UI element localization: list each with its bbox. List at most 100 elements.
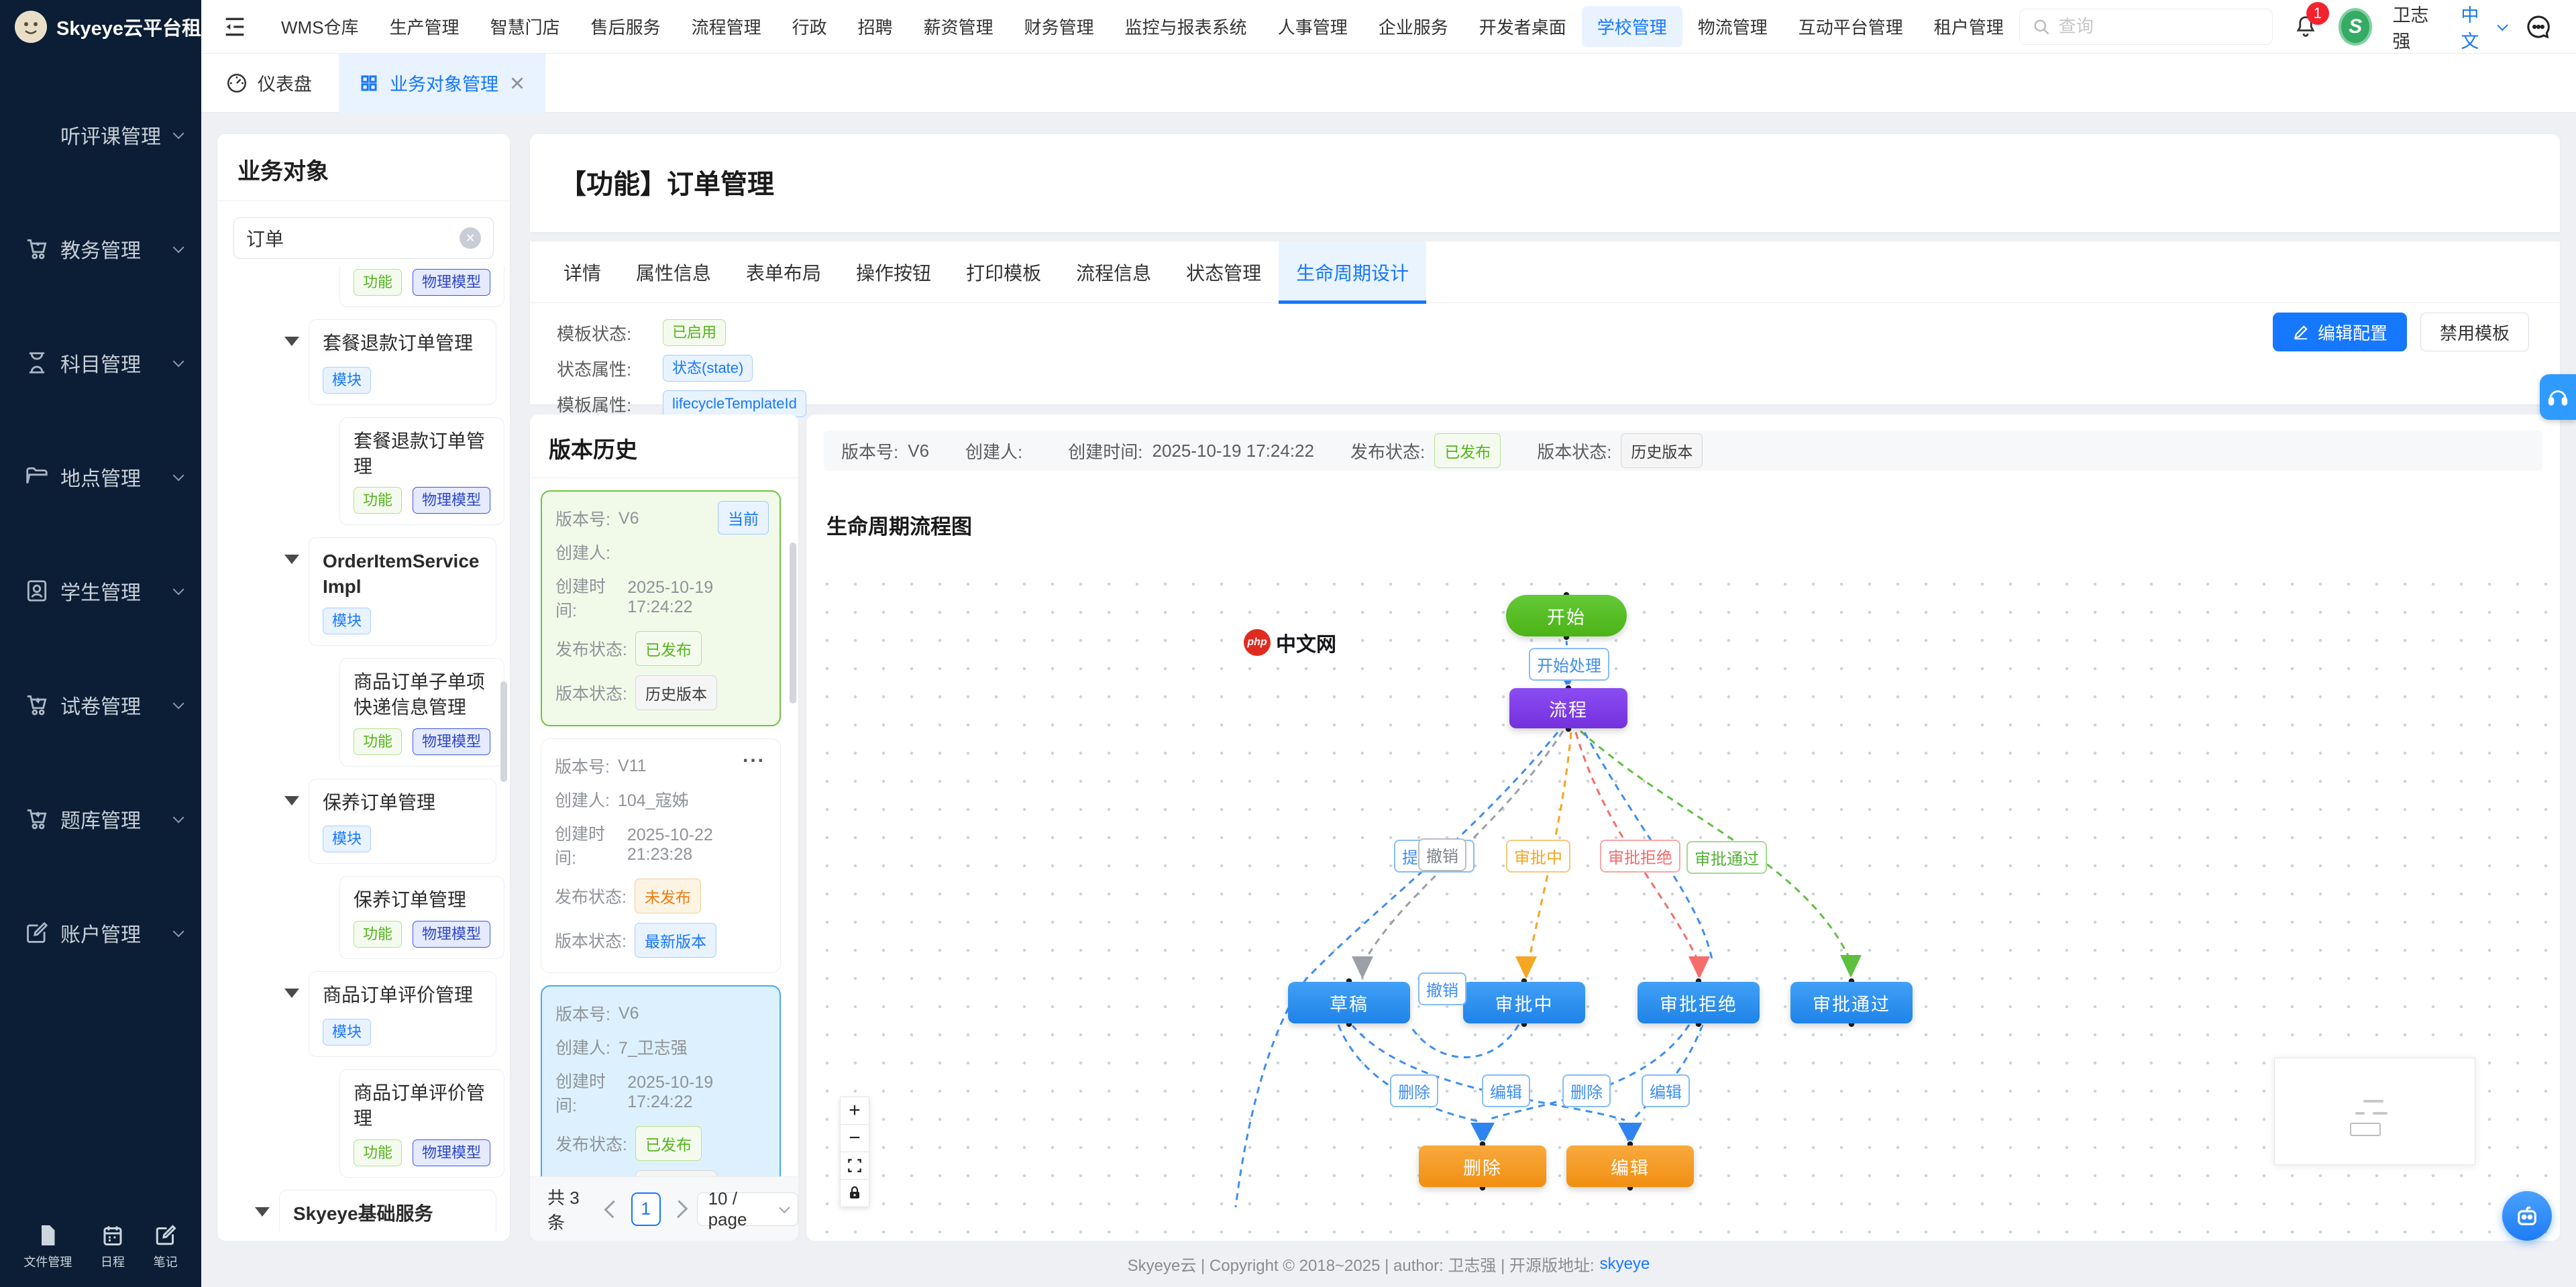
flow-node-rejected[interactable]: 审批拒绝	[1638, 982, 1760, 1023]
zoom-in-button[interactable]: +	[840, 1097, 869, 1125]
sidebar-item-location[interactable]: 地点管理	[0, 420, 201, 534]
nav-item-process[interactable]: 流程管理	[691, 17, 761, 38]
next-page-icon[interactable]	[669, 1200, 688, 1218]
app-logo[interactable]: Skyeye云平台租户	[0, 0, 221, 54]
tree-node[interactable]: 功能物理模型	[339, 266, 505, 307]
menu-fold-icon[interactable]	[221, 13, 248, 40]
nav-item-production[interactable]: 生产管理	[389, 17, 460, 38]
chevron-down-icon	[172, 926, 184, 938]
support-headset-button[interactable]	[2540, 374, 2576, 420]
flow-node-start[interactable]: 开始	[1506, 595, 1627, 636]
flow-node-delete[interactable]: 删除	[1419, 1145, 1546, 1187]
global-search[interactable]	[2019, 8, 2273, 45]
tab-print-template[interactable]: 打印模板	[966, 262, 1042, 284]
sidebar-item-exam-paper[interactable]: 试卷管理	[0, 648, 201, 762]
flow-node-reviewing[interactable]: 审批中	[1463, 982, 1585, 1023]
user-avatar[interactable]: S	[2338, 7, 2373, 46]
flow-node-draft[interactable]: 草稿	[1288, 982, 1410, 1023]
tab-lifecycle-design[interactable]: 生命周期设计	[1279, 241, 1427, 304]
opensource-link[interactable]: skyeye	[1599, 1254, 1650, 1273]
flow-node-process[interactable]: 流程	[1509, 688, 1627, 728]
flow-node-approved[interactable]: 审批通过	[1790, 982, 1913, 1023]
version-card-current[interactable]: 当前 版本号:V6 创建人: 创建时间:2025-10-19 17:24:22 …	[541, 490, 781, 726]
tree-node-microservice[interactable]: Skyeye基础服务微服务	[279, 1189, 496, 1231]
tab-form-layout[interactable]: 表单布局	[746, 262, 822, 284]
version-card[interactable]: ... 版本号:V11 创建人:104_寇姊 创建时间:2025-10-22 2…	[541, 738, 781, 973]
tab-state-management[interactable]: 状态管理	[1186, 262, 1262, 284]
flow-minimap[interactable]	[2274, 1058, 2475, 1165]
tree-caret[interactable]	[284, 337, 299, 346]
template-status-tag: 已启用	[663, 319, 727, 346]
tab-dashboard[interactable]: 仪表盘	[225, 70, 312, 96]
tree-node-function[interactable]: 商品订单子单项快递信息管理 功能物理模型	[339, 657, 505, 767]
notifications-button[interactable]: 1	[2293, 2, 2329, 43]
tree-caret[interactable]	[284, 555, 299, 565]
tree-node-function[interactable]: 套餐退款订单管理 功能物理模型	[339, 416, 505, 526]
tree-caret[interactable]	[284, 989, 299, 999]
file-manager-button[interactable]: 文件管理	[23, 1223, 72, 1270]
edit-config-button[interactable]: 编辑配置	[2272, 313, 2407, 351]
language-switch[interactable]: 中文	[2461, 1, 2508, 53]
sidebar-item-academic[interactable]: 教务管理	[0, 192, 201, 306]
sidebar-item-account[interactable]: 账户管理	[0, 876, 201, 990]
tree-node-function[interactable]: 商品订单评价管理 功能物理模型	[339, 1068, 505, 1178]
tree-node-function[interactable]: 保养订单管理 功能物理模型	[339, 876, 505, 960]
nav-item-recruit[interactable]: 招聘	[857, 17, 893, 38]
nav-item-after-sales[interactable]: 售后服务	[590, 17, 661, 38]
cart-icon	[24, 806, 51, 832]
nav-item-tenant[interactable]: 租户管理	[1933, 17, 2004, 38]
nav-item-school[interactable]: 学校管理	[1581, 6, 1682, 47]
feedback-chat-icon[interactable]	[2525, 13, 2552, 40]
search-input[interactable]	[2058, 16, 2260, 37]
tree-caret[interactable]	[284, 795, 299, 805]
notes-button[interactable]: 笔记	[154, 1223, 178, 1270]
tab-business-object-active[interactable]: 业务对象管理	[339, 53, 545, 113]
nav-item-salary[interactable]: 薪资管理	[923, 17, 994, 38]
nav-item-admin[interactable]: 行政	[792, 17, 827, 38]
ai-assistant-button[interactable]	[2502, 1191, 2552, 1241]
nav-item-monitor-report[interactable]: 监控与报表系统	[1124, 17, 1247, 38]
flow-node-edit[interactable]: 编辑	[1566, 1145, 1694, 1187]
tree-scrollbar[interactable]	[500, 681, 507, 782]
nav-item-interactive-platform[interactable]: 互动平台管理	[1798, 17, 1903, 38]
tab-action-buttons[interactable]: 操作按钮	[856, 262, 932, 284]
fit-view-button[interactable]	[840, 1152, 869, 1180]
tree-node-module[interactable]: 商品订单评价管理模块	[309, 971, 496, 1057]
sidebar-item-question-bank[interactable]: 题库管理	[0, 762, 201, 876]
clear-search-icon[interactable]: ✕	[460, 227, 481, 249]
nav-item-finance[interactable]: 财务管理	[1024, 17, 1094, 38]
nav-item-smart-store[interactable]: 智慧门店	[490, 17, 560, 38]
page-footer: Skyeye云 | Copyright © 2018~2025 | author…	[201, 1241, 2576, 1287]
schedule-button[interactable]: 日程	[101, 1223, 125, 1270]
version-scrollbar[interactable]	[790, 543, 796, 704]
disable-template-button[interactable]: 禁用模板	[2420, 313, 2529, 351]
tab-process-info[interactable]: 流程信息	[1076, 262, 1152, 284]
nav-item-wms[interactable]: WMS仓库	[281, 17, 359, 38]
close-icon[interactable]	[509, 75, 525, 91]
lock-button[interactable]	[840, 1179, 869, 1207]
tree-node-module[interactable]: 套餐退款订单管理模块	[309, 319, 496, 405]
nav-item-logistics[interactable]: 物流管理	[1697, 17, 1768, 38]
tab-attributes[interactable]: 属性信息	[636, 262, 712, 284]
page-number[interactable]: 1	[631, 1192, 661, 1226]
tree-caret[interactable]	[255, 1207, 270, 1217]
more-actions-icon[interactable]: ...	[742, 744, 765, 767]
top-navbar: WMS仓库 生产管理 智慧门店 售后服务 流程管理 行政 招聘 薪资管理 财务管…	[201, 0, 2576, 54]
zoom-out-button[interactable]: −	[840, 1124, 869, 1152]
page-size-select[interactable]: 10 / page	[696, 1188, 798, 1229]
sidebar-item-student[interactable]: 学生管理	[0, 534, 201, 648]
chevron-down-icon	[172, 241, 184, 254]
nav-item-hr[interactable]: 人事管理	[1277, 17, 1348, 38]
tree-search-input[interactable]	[246, 227, 447, 249]
nav-item-enterprise[interactable]: 企业服务	[1378, 17, 1448, 38]
lifecycle-flow-canvas[interactable]: php 中文网 开始 流程 草稿 审批中 审批拒绝 审批通过 删除 编辑 开始处…	[806, 563, 2560, 1241]
tree-node-module[interactable]: 保养订单管理模块	[309, 778, 496, 864]
tree-search-box[interactable]: ✕	[233, 217, 494, 259]
chevron-down-icon	[172, 127, 184, 139]
sidebar-item-subject[interactable]: 科目管理	[0, 306, 201, 420]
prev-page-icon[interactable]	[604, 1200, 622, 1218]
sidebar-item-listen-review[interactable]: 听评课管理	[0, 78, 201, 192]
tab-detail[interactable]: 详情	[564, 262, 602, 284]
nav-item-dev-desktop[interactable]: 开发者桌面	[1479, 17, 1566, 38]
tree-node-module[interactable]: OrderItemServiceImpl 模块	[309, 537, 496, 646]
